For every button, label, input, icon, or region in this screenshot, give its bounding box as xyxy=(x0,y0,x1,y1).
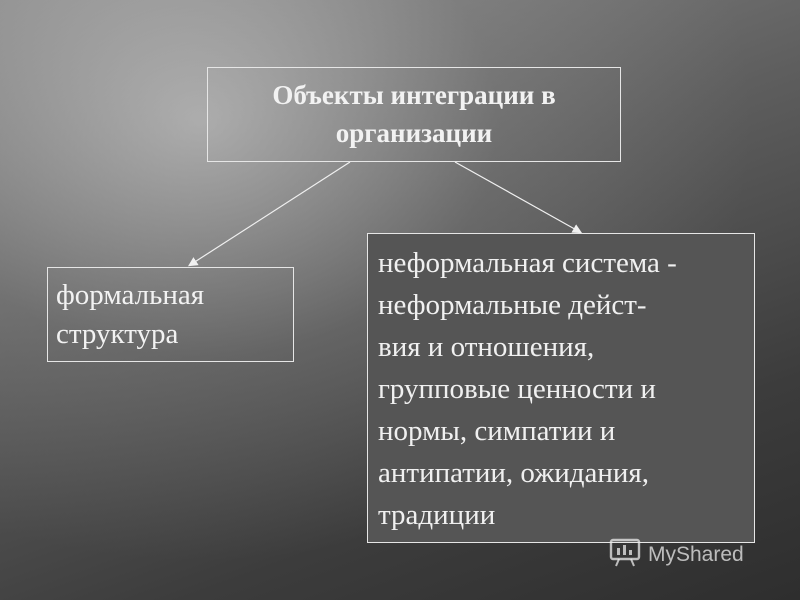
root-node-title: Объекты интеграции в организации xyxy=(272,79,556,148)
watermark-text: MyShared xyxy=(648,543,744,566)
formal-structure-node-box: формальная структура xyxy=(47,267,294,362)
right-node-line-7: традиции xyxy=(378,499,496,532)
presentation-board-icon xyxy=(608,536,642,574)
informal-system-node-box: неформальная система - неформальные дейс… xyxy=(367,233,755,543)
right-node-line-5: нормы, симпатии и xyxy=(378,415,616,448)
arrow-to-right-node xyxy=(454,161,583,234)
right-node-line-1: неформальная система - xyxy=(378,247,677,279)
right-node-line-3: вия и отношения, xyxy=(378,331,595,364)
left-node-line-1: формальная xyxy=(56,279,205,311)
left-node-line-2: структура xyxy=(56,318,179,351)
right-node-line-2: неформальные дейст- xyxy=(378,289,647,322)
right-node-line-6: антипатии, ожидания, xyxy=(378,457,650,490)
right-node-line-4: групповые ценности и xyxy=(378,373,656,406)
root-node-box: Объекты интеграции в организации xyxy=(207,67,621,162)
myshared-watermark: MyShared xyxy=(608,537,744,573)
arrow-to-left-node xyxy=(187,161,351,267)
